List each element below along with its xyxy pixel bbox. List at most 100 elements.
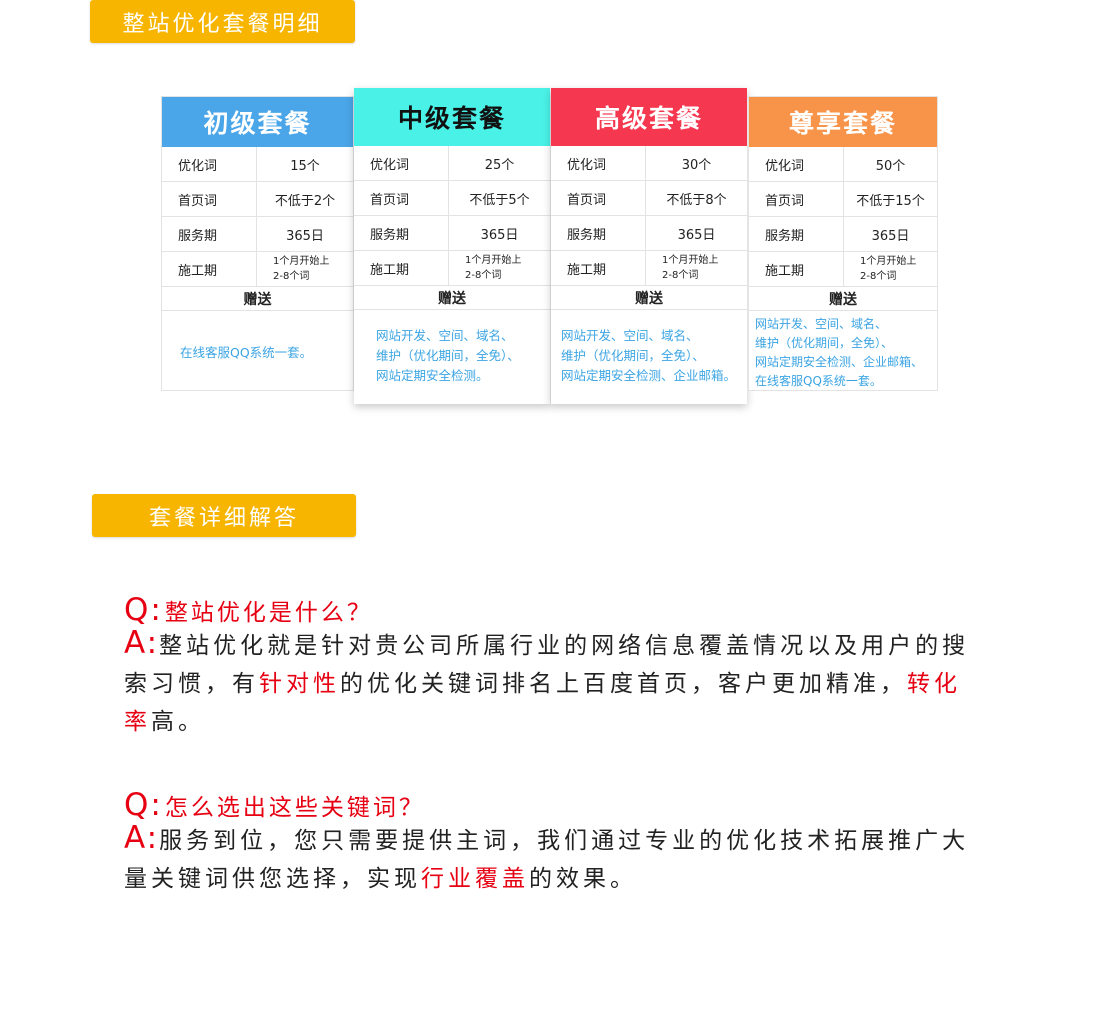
row-value-line: 1个月开始上 [662, 255, 719, 266]
row-value-line: 1个月开始上 [465, 255, 522, 266]
gift-line: 网站定期安全检测。 [376, 368, 489, 383]
row-value: 15个 [290, 158, 320, 174]
gift-content: 网站开发、空间、域名、 维护（优化期间，全免）、 网站定期安全检测。 [354, 310, 550, 402]
table-row: 首页词 不低于15个 [749, 182, 937, 217]
row-label: 施工期 [551, 251, 646, 285]
package-name: 高级套餐 [594, 104, 703, 133]
question-mark-label: Q: [124, 787, 163, 823]
row-label: 优化词 [749, 147, 844, 181]
row-value: 50个 [875, 158, 906, 174]
table-row: 优化词 50个 [749, 147, 937, 182]
gift-content: 在线客服QQ系统一套。 [162, 311, 353, 395]
faq-item: Q: 怎么选出这些关键词？ A:服务到位，您只需要提供主词，我们通过专业的优化技… [124, 787, 974, 898]
gift-line: 维护（优化期间，全免）、 [755, 336, 894, 350]
gift-line: 在线客服QQ系统一套。 [755, 374, 882, 388]
table-row: 施工期 1个月开始上 2-8个词 [749, 252, 937, 287]
row-value: 不低于15个 [856, 193, 925, 209]
answer-mark-label: A: [124, 625, 160, 661]
row-value: 不低于8个 [666, 192, 727, 208]
package-header: 中级套餐 [354, 88, 550, 146]
row-label: 首页词 [551, 181, 646, 215]
faq-answer: A:服务到位，您只需要提供主词，我们通过专业的优化技术拓展推广大量关键词供您选择… [124, 819, 974, 898]
row-label: 首页词 [354, 181, 449, 215]
row-value: 30个 [681, 157, 712, 173]
table-row: 施工期 1个月开始上 2-8个词 [162, 252, 353, 287]
gift-line: 网站开发、空间、域名、 [376, 328, 514, 343]
answer-text: 的优化关键词排名上百度首页，客户更加精准， [340, 671, 907, 697]
package-name: 中级套餐 [397, 104, 506, 133]
row-label: 施工期 [354, 251, 449, 285]
answer-text: 服务到位，您只需要提供主词，我们通过专业的优化技术拓展推广大量关键词供您选择，实… [124, 828, 970, 892]
table-row: 优化词 30个 [551, 146, 747, 181]
row-value: 25个 [484, 157, 515, 173]
gift-content: 网站开发、空间、域名、 维护（优化期间，全免）、 网站定期安全检测、企业邮箱、 … [749, 311, 937, 395]
row-label: 优化词 [551, 146, 646, 180]
gift-content: 网站开发、空间、域名、 维护（优化期间，全免）、 网站定期安全检测、企业邮箱。 [551, 310, 747, 402]
row-label: 首页词 [162, 182, 257, 216]
gift-line: 维护（优化期间，全免）、 [376, 348, 520, 363]
row-label: 施工期 [749, 252, 844, 286]
row-value-line: 1个月开始上 [860, 256, 917, 267]
faq-question: Q: 整站优化是什么？ [124, 592, 974, 628]
package-card-middle: 中级套餐 优化词 25个 首页词 不低于5个 服务期 365日 施工期 1个月开… [354, 88, 550, 404]
gift-title: 赠送 [162, 287, 353, 311]
table-row: 优化词 15个 [162, 147, 353, 182]
row-value: 1个月开始上 2-8个词 [449, 251, 550, 285]
package-card-basic: 初级套餐 优化词 15个 首页词 不低于2个 服务期 365日 施工期 1个月开… [161, 96, 354, 391]
gift-line: 网站定期安全检测、企业邮箱、 [755, 355, 924, 369]
row-value: 不低于5个 [469, 192, 530, 208]
package-name: 初级套餐 [203, 109, 312, 138]
table-row: 施工期 1个月开始上 2-8个词 [551, 251, 747, 286]
row-value-line: 1个月开始上 [273, 256, 330, 267]
row-value: 365日 [286, 228, 324, 244]
answer-mark-label: A: [124, 820, 160, 856]
answer-highlight: 行业覆盖 [421, 866, 529, 892]
row-label: 优化词 [354, 146, 449, 180]
package-header: 尊享套餐 [749, 97, 937, 147]
row-label: 服务期 [354, 216, 449, 250]
row-label: 首页词 [749, 182, 844, 216]
row-label: 服务期 [749, 217, 844, 251]
gift-title: 赠送 [749, 287, 937, 311]
package-header: 初级套餐 [162, 97, 353, 147]
answer-highlight: 转化率 [124, 671, 961, 735]
row-value: 1个月开始上 2-8个词 [844, 252, 937, 286]
package-header: 高级套餐 [551, 88, 747, 146]
table-row: 首页词 不低于8个 [551, 181, 747, 216]
package-card-high: 高级套餐 优化词 30个 首页词 不低于8个 服务期 365日 施工期 1个月开… [551, 88, 747, 404]
gift-title: 赠送 [354, 286, 550, 310]
row-value: 365日 [871, 228, 910, 244]
row-value: 1个月开始上 2-8个词 [257, 252, 353, 286]
table-row: 服务期 365日 [162, 217, 353, 252]
table-row: 优化词 25个 [354, 146, 550, 181]
row-value: 365日 [677, 227, 716, 243]
row-value-line: 2-8个词 [273, 271, 310, 282]
faq-item: Q: 整站优化是什么？ A:整站优化就是针对贵公司所属行业的网络信息覆盖情况以及… [124, 592, 974, 741]
table-row: 服务期 365日 [749, 217, 937, 252]
table-row: 首页词 不低于5个 [354, 181, 550, 216]
row-value: 1个月开始上 2-8个词 [646, 251, 747, 285]
faq-answer: A:整站优化就是针对贵公司所属行业的网络信息覆盖情况以及用户的搜索习惯，有针对性… [124, 624, 974, 741]
row-value: 365日 [480, 227, 519, 243]
section-title-badge: 整站优化套餐明细 [90, 0, 355, 43]
section-title: 套餐详细解答 [148, 505, 299, 531]
answer-text: 高。 [151, 709, 205, 735]
gift-line: 网站开发、空间、域名、 [561, 328, 699, 343]
table-row: 服务期 365日 [551, 216, 747, 251]
row-value-line: 2-8个词 [860, 271, 897, 282]
row-label: 优化词 [162, 147, 257, 181]
answer-text: 整站优化就是针对贵公司所属行业的网络信息覆盖情况以及用户的搜索习惯，有 [124, 633, 970, 697]
row-value-line: 2-8个词 [465, 270, 502, 281]
gift-line: 维护（优化期间，全免）、 [561, 348, 705, 363]
row-label: 服务期 [551, 216, 646, 250]
answer-text: 的效果。 [529, 866, 637, 892]
row-value: 不低于2个 [274, 193, 336, 209]
gift-line: 网站开发、空间、域名、 [755, 317, 888, 331]
package-name: 尊享套餐 [788, 109, 897, 138]
row-label: 施工期 [162, 252, 257, 286]
faq-question: Q: 怎么选出这些关键词？ [124, 787, 974, 823]
gift-line: 在线客服QQ系统一套。 [180, 345, 313, 360]
question-text: 怎么选出这些关键词？ [164, 795, 425, 821]
package-card-premium: 尊享套餐 优化词 50个 首页词 不低于15个 服务期 365日 施工期 1个月… [748, 96, 938, 391]
table-row: 施工期 1个月开始上 2-8个词 [354, 251, 550, 286]
